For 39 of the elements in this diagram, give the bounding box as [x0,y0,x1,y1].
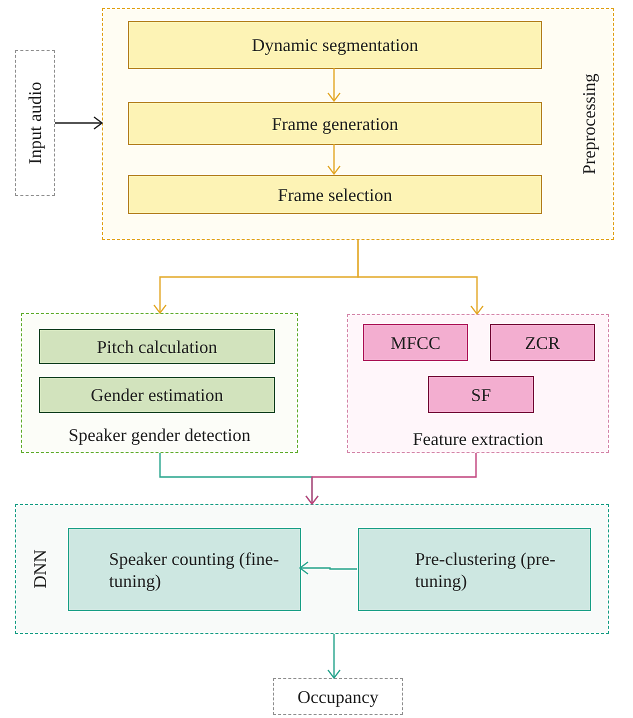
group-panel [347,314,609,453]
process-box [128,21,542,69]
box-label: Pre-clustering (pre-tuning) [414,548,556,592]
arrow [327,634,341,679]
process-box [39,377,275,413]
arrow [55,116,103,130]
feature-box [363,324,468,361]
arrow [299,561,357,575]
arrow [305,453,477,505]
process-box [358,528,591,611]
box-label: Gender estimation [90,384,224,406]
process-box [68,528,301,611]
group-title: Preprocessing [578,73,600,174]
box-label: Pitch calculation [96,336,218,358]
group-panel [15,504,609,634]
box-label: Frame selection [276,184,394,206]
group-panel [102,8,614,240]
input-box [15,50,55,196]
output-box [273,678,403,715]
arrow [327,68,341,102]
group-title: Feature extraction [412,428,544,450]
arrow [327,144,341,175]
box-label: MFCC [389,332,442,354]
process-box [128,175,542,214]
process-box [128,102,542,145]
feature-box [490,324,595,361]
group-title: DNN [29,549,51,588]
group-panel [21,313,298,453]
process-box [39,329,275,364]
box-label: Frame generation [270,112,400,134]
arrow [357,240,484,315]
feature-box [428,376,534,413]
group-title: Speaker gender detection [68,424,252,446]
box-label: ZCR [524,332,561,354]
box-label: Occupancy [296,686,380,708]
box-label: Speaker counting (fine-tuning) [108,548,280,592]
box-label: Dynamic segmentation [250,34,420,56]
group-title: Input audio [24,81,46,164]
box-label: SF [470,384,492,406]
